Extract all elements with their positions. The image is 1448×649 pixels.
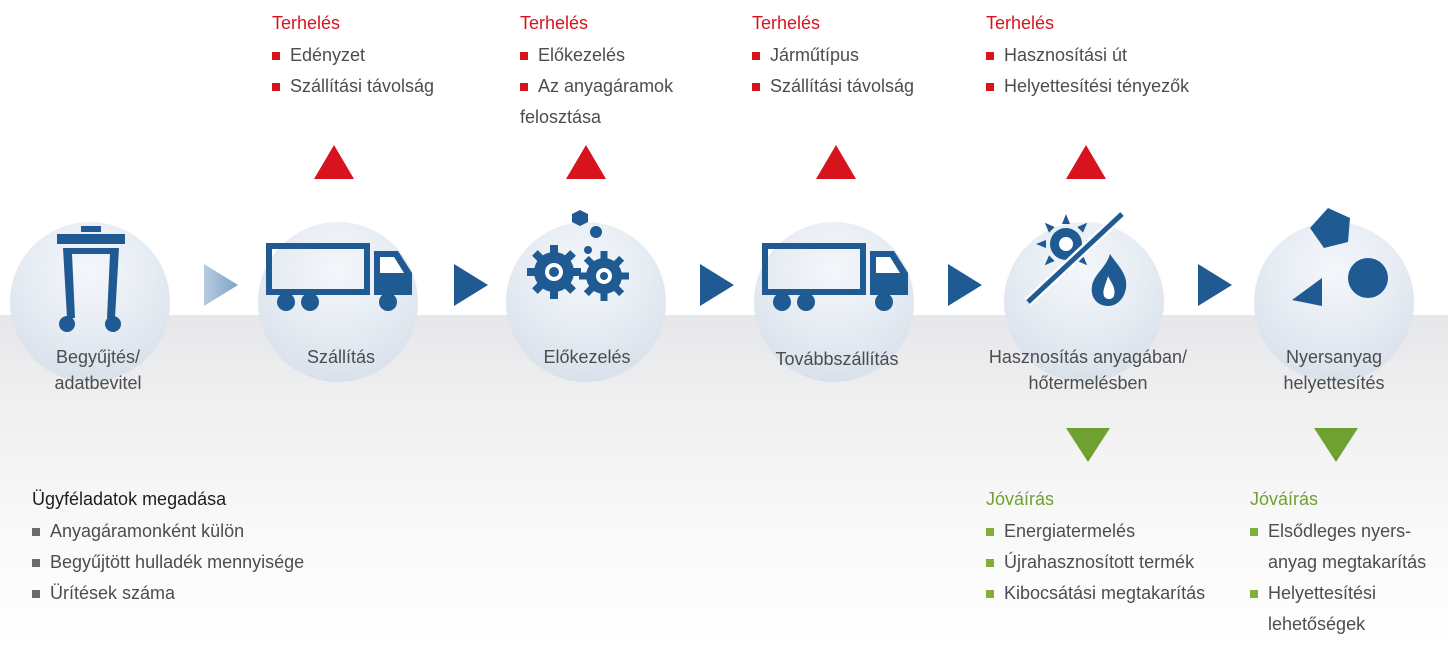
credit-title: Jóváírás (986, 489, 1055, 509)
trash-bin-icon (57, 226, 125, 332)
burden-triangle-icon (566, 145, 606, 179)
list-item: Előkezelés (520, 40, 673, 71)
stage-label-collection: Begyűjtés/adatbevitel (54, 347, 142, 393)
flow-arrow-icon (204, 264, 238, 306)
list-item: Anyagáramonként külön (32, 516, 304, 547)
burden-triangle-icon (1066, 145, 1106, 179)
credit-title: Jóváírás (1250, 489, 1319, 509)
flow-arrow-icon (454, 264, 488, 306)
customer-data-title: Ügyféladatok megadása (32, 489, 227, 509)
list-item: Energiatermelés (986, 516, 1205, 547)
flow-arrow-icon (700, 264, 734, 306)
list-item: Szállítási távolság (272, 71, 434, 102)
burden-title: Terhelés (520, 13, 589, 33)
list-item: Kibocsátási megtakarítás (986, 578, 1205, 609)
burden-title: Terhelés (752, 13, 821, 33)
gears-icon (527, 210, 629, 301)
stage-label-onward-transport: Továbbszállítás (775, 349, 899, 369)
credit-triangle-icon (1314, 428, 1358, 462)
credit-block-substitution: Jóváírás Elsődleges nyers-anyag megtakar… (1250, 488, 1426, 640)
burden-block-onward-transport: Terhelés Járműtípus Szállítási távolság (752, 12, 914, 102)
background-band (0, 315, 1448, 649)
customer-data-block: Ügyféladatok megadása Anyagáramonként kü… (32, 488, 304, 609)
list-item: Helyettesítési tényezők (986, 71, 1189, 102)
flow-arrow-icon (1198, 264, 1232, 306)
list-item: Ürítések száma (32, 578, 304, 609)
credit-block-recovery: Jóváírás Energiatermelés Újrahasznosítot… (986, 488, 1205, 609)
flow-arrow-icon (948, 264, 982, 306)
burden-block-recovery: Terhelés Hasznosítási út Helyettesítési … (986, 12, 1189, 102)
list-item: Hasznosítási út (986, 40, 1189, 71)
burden-title: Terhelés (986, 13, 1055, 33)
burden-title: Terhelés (272, 13, 341, 33)
stage-label-recovery: Hasznosítás anyagában/hőtermelésben (988, 347, 1188, 393)
list-item: Elsődleges nyers-anyag megtakarítás (1250, 516, 1426, 578)
stage-label-pretreatment: Előkezelés (543, 347, 631, 367)
stage-bubble-substitution (1254, 222, 1414, 382)
sun-flame-icon (1024, 210, 1127, 306)
burden-block-transport: Terhelés Edényzet Szállítási távolság (272, 12, 434, 102)
list-item: Újrahasznosított termék (986, 547, 1205, 578)
stage-label-transport: Szállítás (306, 347, 376, 367)
truck-icon (762, 243, 908, 311)
list-item: Edényzet (272, 40, 434, 71)
credit-triangle-icon (1066, 428, 1110, 462)
shapes-icon (1292, 208, 1388, 306)
list-item: Szállítási távolság (752, 71, 914, 102)
burden-triangle-icon (314, 145, 354, 179)
truck-icon (266, 243, 412, 311)
burden-triangle-icon (816, 145, 856, 179)
list-item: Begyűjtött hulladék mennyisége (32, 547, 304, 578)
list-item: Járműtípus (752, 40, 914, 71)
